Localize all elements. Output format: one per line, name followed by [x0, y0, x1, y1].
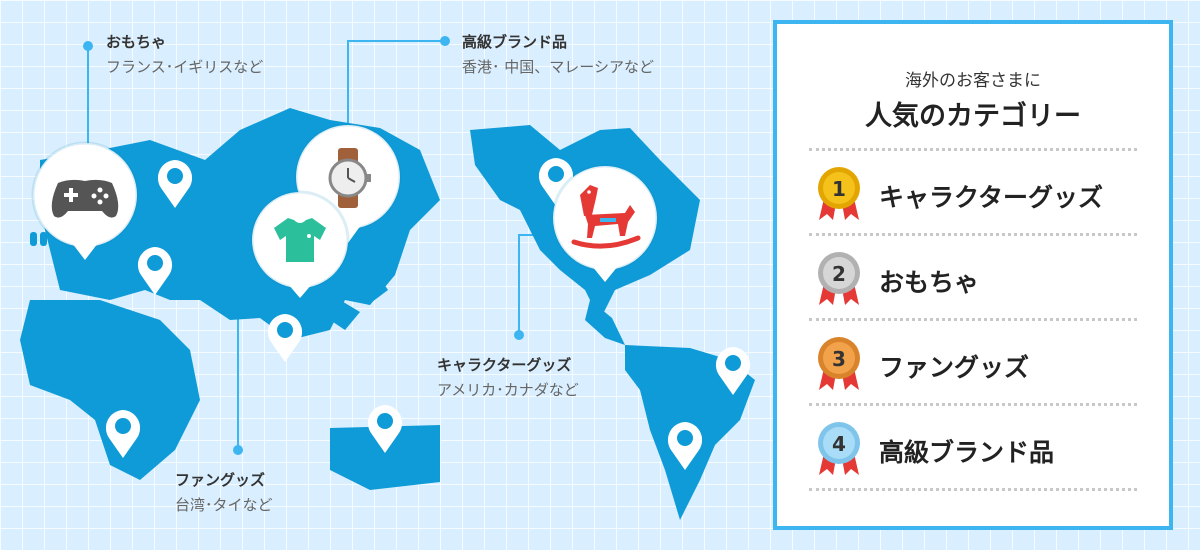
map-pin-icon — [137, 247, 173, 295]
rank-row-4: 4 高級ブランド品 — [777, 419, 1169, 479]
medal-icon: 1 — [818, 167, 860, 220]
map-pin-icon — [157, 160, 193, 208]
callout-character: キャラクターグッズ アメリカ･カナダなど — [437, 355, 579, 401]
callout-title: おもちゃ — [106, 33, 167, 51]
watch-icon — [328, 148, 371, 208]
rank-row-1: 1 キャラクターグッズ — [777, 164, 1169, 224]
callout-regions: アメリカ･カナダなど — [437, 381, 579, 399]
divider — [809, 403, 1137, 406]
gamepad-icon — [51, 179, 119, 218]
callout-fan-goods: ファングッズ 台湾･タイなど — [175, 470, 273, 516]
callout-luxury: 高級ブランド品 香港･ 中国、マレーシアなど — [462, 32, 654, 78]
panel-subheading: 海外のお客さまに — [905, 71, 1041, 91]
world-map — [20, 36, 755, 520]
rank-row-2: 2 おもちゃ — [777, 249, 1169, 309]
map-pins — [105, 158, 751, 470]
map-pin-icon — [715, 347, 751, 395]
character-goods-bubble — [551, 164, 659, 282]
panel-heading: 人気のカテゴリー — [865, 101, 1081, 132]
callout-title: 高級ブランド品 — [462, 33, 568, 51]
fan-goods-bubble — [250, 190, 350, 298]
divider — [809, 318, 1137, 321]
callout-title: ファングッズ — [175, 471, 266, 489]
map-pin-icon — [267, 314, 303, 362]
rank-number: 2 — [832, 262, 846, 286]
map-pin-icon — [538, 158, 574, 206]
callout-toys: おもちゃ フランス･イギリスなど — [106, 32, 263, 78]
ranking-panel: 海外のお客さまに 人気のカテゴリー 1 キャラクターグッズ 2 おもちゃ — [773, 20, 1173, 530]
callout-regions: 香港･ 中国、マレーシアなど — [462, 58, 654, 76]
rank-row-3: 3 ファングッズ — [777, 334, 1169, 394]
medal-icon: 4 — [818, 422, 860, 475]
map-pin-icon — [367, 405, 403, 453]
divider — [809, 488, 1137, 491]
divider — [809, 148, 1137, 151]
callout-title: キャラクターグッズ — [437, 356, 572, 374]
medal-icon: 2 — [818, 252, 860, 305]
callout-regions: フランス･イギリスなど — [106, 58, 264, 76]
rocking-horse-icon — [571, 185, 641, 249]
medal-icon: 3 — [818, 337, 860, 390]
toy-bubble — [31, 141, 139, 260]
tshirt-icon — [274, 218, 326, 262]
map-pin-icon — [667, 422, 703, 470]
rank-label: 高級ブランド品 — [879, 438, 1055, 467]
rank-label: おもちゃ — [879, 268, 980, 297]
rank-number: 4 — [832, 432, 846, 456]
rank-number: 1 — [832, 177, 846, 201]
callout-regions: 台湾･タイなど — [175, 496, 273, 514]
divider — [809, 233, 1137, 236]
rank-label: キャラクターグッズ — [879, 183, 1104, 212]
rank-number: 3 — [832, 347, 846, 371]
rank-label: ファングッズ — [879, 353, 1030, 382]
connector-lines — [83, 36, 552, 455]
map-pin-icon — [105, 410, 141, 458]
